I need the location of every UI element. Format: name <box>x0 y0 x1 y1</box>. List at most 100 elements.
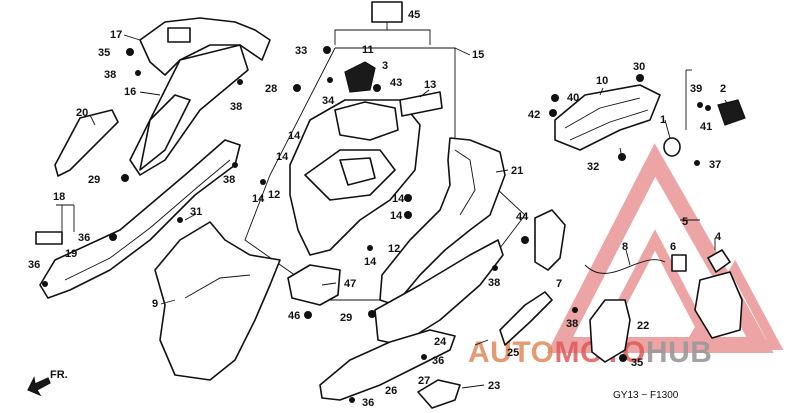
callout-12b: 12 <box>388 243 400 255</box>
diagram-code: GY13 − F1300 <box>613 390 679 401</box>
callout-35: 35 <box>98 47 110 59</box>
front-arrow-icon <box>27 376 51 397</box>
callout-numbers: 17 35 38 16 20 38 29 38 18 31 36 19 36 9… <box>28 9 726 409</box>
leader-lines <box>89 34 729 389</box>
leader-15 <box>454 47 471 56</box>
callout-33: 33 <box>295 45 307 57</box>
callout-14d: 14 <box>392 193 405 205</box>
callout-15: 15 <box>472 49 484 61</box>
part-25-rail <box>499 291 553 346</box>
part-box-upper <box>334 101 399 141</box>
callout-43: 43 <box>390 77 402 89</box>
carrier-10-bar-a <box>564 97 641 129</box>
callout-44: 44 <box>516 211 529 223</box>
watermark-hub: HUB <box>646 336 713 369</box>
callout-21: 21 <box>511 165 523 177</box>
callout-29a: 29 <box>88 174 100 186</box>
part-9-leg-shield <box>154 221 281 381</box>
callout-23: 23 <box>488 380 500 392</box>
part-47-bracket <box>287 264 341 306</box>
callout-22: 22 <box>637 320 649 332</box>
callout-45: 45 <box>408 9 420 21</box>
part-8-cable <box>584 259 666 274</box>
callout-1: 1 <box>660 114 666 126</box>
callout-10: 10 <box>596 75 608 87</box>
carrier-10-bar-b <box>569 109 649 141</box>
part-20-strip <box>54 109 119 177</box>
callout-14b: 14 <box>276 151 289 163</box>
callout-14f: 14 <box>364 256 377 268</box>
part-11-tray <box>344 61 376 93</box>
callout-18: 18 <box>53 191 65 203</box>
callout-32: 32 <box>587 161 599 173</box>
part-box-inner <box>339 157 376 186</box>
leader-45 <box>334 22 431 45</box>
box-18 <box>56 204 75 232</box>
callout-36d: 36 <box>362 397 374 409</box>
part-26-floor-strip <box>319 329 456 401</box>
callout-35b: 35 <box>631 357 643 369</box>
callout-5: 5 <box>682 216 688 228</box>
part-17-slot <box>167 27 191 43</box>
shield-9-crease <box>184 274 251 299</box>
callout-39: 39 <box>690 83 702 95</box>
callout-41: 41 <box>700 121 712 133</box>
callout-14c: 14 <box>252 193 265 205</box>
callout-37: 37 <box>709 159 721 171</box>
part-4-latch <box>707 249 731 273</box>
part-13-decal <box>399 91 443 117</box>
callout-11: 11 <box>362 44 374 56</box>
watermark-auto: AUTO <box>468 336 554 369</box>
callout-47: 47 <box>344 278 356 290</box>
callout-30: 30 <box>633 61 645 73</box>
callout-14a: 14 <box>288 130 301 142</box>
callout-4: 4 <box>715 231 722 243</box>
callout-25: 25 <box>507 347 519 359</box>
part-22-bracket <box>589 299 631 363</box>
callout-17: 17 <box>110 29 122 41</box>
callout-36a: 36 <box>78 232 90 244</box>
callout-34: 34 <box>322 95 335 107</box>
callout-6: 6 <box>670 241 676 253</box>
part-1-lens <box>663 137 681 157</box>
callout-3: 3 <box>382 60 388 72</box>
part-21-rear-cover <box>379 137 506 306</box>
callout-38: 38 <box>104 69 116 81</box>
callout-38e: 38 <box>566 318 578 330</box>
panel-19-crease <box>64 159 231 281</box>
callout-8: 8 <box>622 241 628 253</box>
callout-38c: 38 <box>223 174 235 186</box>
callout-36b: 36 <box>28 259 40 271</box>
callout-2: 2 <box>720 83 726 95</box>
callout-31: 31 <box>190 206 202 218</box>
callout-36c: 36 <box>432 355 444 367</box>
callout-24: 24 <box>434 336 447 348</box>
part-18-decal <box>35 231 63 245</box>
callout-27: 27 <box>418 375 430 387</box>
watermark-text: AUTOMOTOHUB <box>468 336 712 369</box>
part-45-plate <box>371 1 403 23</box>
callout-9: 9 <box>152 298 158 310</box>
front-direction-label: FR. <box>50 369 68 381</box>
callout-7: 7 <box>556 278 562 290</box>
part-5-key-cylinder <box>694 271 743 339</box>
callout-38b: 38 <box>230 101 242 113</box>
callout-38d: 38 <box>488 277 500 289</box>
callout-26: 26 <box>385 385 397 397</box>
part-2-reflector <box>717 99 746 126</box>
callout-12a: 12 <box>268 189 280 201</box>
callout-29b: 29 <box>340 312 352 324</box>
callout-20: 20 <box>76 107 88 119</box>
callout-28: 28 <box>265 83 277 95</box>
callout-42: 42 <box>528 109 540 121</box>
callout-13: 13 <box>424 79 436 91</box>
part-16-inner <box>139 94 191 171</box>
part-6-lock <box>671 254 687 272</box>
part-23-mat <box>417 379 461 409</box>
cover-21-crease <box>454 149 476 216</box>
callout-16: 16 <box>124 86 136 98</box>
callout-46: 46 <box>288 310 300 322</box>
callout-40: 40 <box>567 92 579 104</box>
part-10-carrier <box>554 84 661 151</box>
